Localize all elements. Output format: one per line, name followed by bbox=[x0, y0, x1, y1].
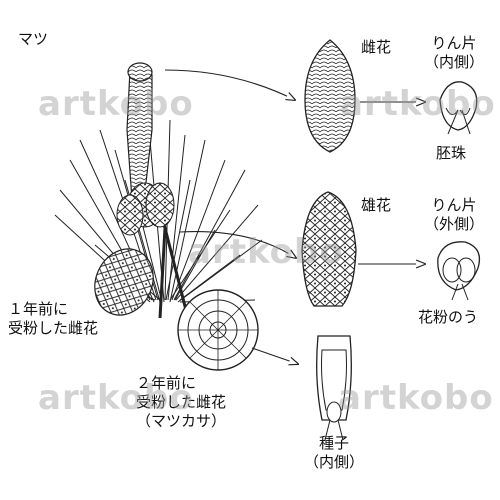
watermark: artkobo bbox=[38, 84, 194, 124]
one-year-cone bbox=[94, 248, 154, 316]
inner-scale-drawing bbox=[439, 81, 478, 135]
one-year-cone-label: １年前に 受粉した雌花 bbox=[8, 300, 98, 338]
two-year-cone bbox=[177, 289, 259, 371]
outer-scale-label: りん片 （外側） bbox=[413, 196, 495, 234]
arrow-to-male-flower bbox=[179, 231, 296, 258]
watermark: artkobo bbox=[338, 378, 494, 418]
seed-drawing bbox=[316, 335, 352, 441]
female-flower-detail bbox=[304, 39, 356, 153]
outer-scale-label-line1: りん片 bbox=[431, 196, 477, 214]
one-year-cone-label-line2: 受粉した雌花 bbox=[8, 319, 99, 337]
inner-scale-label: りん片 （内側） bbox=[413, 34, 495, 72]
arrow-to-seed bbox=[251, 347, 298, 364]
seed-label-line1: 種子 bbox=[318, 434, 349, 452]
watermark: artkobo bbox=[188, 232, 344, 272]
young-female-flower bbox=[127, 62, 153, 82]
pollen-sac-label: 花粉のう bbox=[418, 308, 479, 326]
male-flower-cluster bbox=[116, 182, 175, 236]
male-flower-detail bbox=[301, 191, 357, 307]
title-label: マツ bbox=[18, 30, 49, 48]
male-flower-label: 雄花 bbox=[361, 196, 392, 214]
watermark: artkobo bbox=[340, 84, 496, 124]
outer-scale-drawing bbox=[437, 241, 481, 301]
arrow-to-female-flower bbox=[164, 69, 295, 100]
seed-label: 種子 （内側） bbox=[294, 434, 374, 472]
two-year-cone-label: ２年前に 受粉した雌花 （マツカサ） bbox=[136, 374, 226, 431]
two-year-cone-label-line1: ２年前に bbox=[136, 374, 197, 392]
one-year-cone-label-line1: １年前に bbox=[8, 300, 69, 318]
inner-scale-label-line2: （内側） bbox=[423, 53, 484, 71]
two-year-cone-label-line3: （マツカサ） bbox=[136, 412, 227, 430]
seed-label-line2: （内側） bbox=[303, 453, 364, 471]
watermark: artkobo bbox=[38, 378, 194, 418]
ovule-label: 胚珠 bbox=[436, 144, 467, 162]
outer-scale-label-line2: （外側） bbox=[423, 215, 484, 233]
two-year-cone-label-line2: 受粉した雌花 bbox=[136, 393, 227, 411]
female-flower-label: 雌花 bbox=[361, 38, 392, 56]
inner-scale-label-line1: りん片 bbox=[431, 34, 477, 52]
